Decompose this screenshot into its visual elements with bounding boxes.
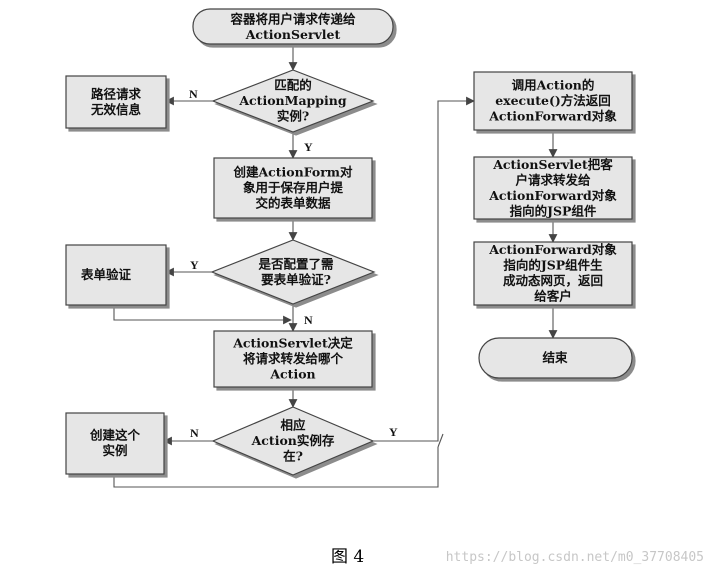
node-text-line: 容器将用户请求传递给: [229, 11, 356, 26]
invalid-path-box-label: 路径请求无效信息: [90, 86, 142, 117]
node-text-line: 在?: [283, 449, 303, 464]
node-text-line: 实例?: [277, 109, 309, 124]
node-text-line: ActionMapping: [238, 93, 347, 108]
generate-page-box-label: ActionForward对象指向的JSP组件生成动态网页，返回给客户: [488, 242, 617, 303]
watermark-url: https://blog.csdn.net/m0_37708405: [446, 550, 704, 565]
node-text-line: 给客户: [534, 288, 572, 303]
form-validate-box: 表单验证: [65, 244, 167, 306]
end-terminal-label: 结束: [542, 350, 568, 365]
node-text-line: 结束: [542, 350, 568, 365]
create-form-box-label: 创建ActionForm对象用于保存用户提交的表单数据: [232, 165, 353, 211]
node-text-line: 要表单验证?: [261, 272, 331, 287]
edge-create-instance-to-right-column: [113, 447, 439, 488]
create-instance-box-label: 创建这个实例: [89, 427, 141, 458]
node-text-line: 无效信息: [90, 102, 142, 117]
node-text-line: 相应: [280, 418, 306, 433]
create-form-box: 创建ActionForm对象用于保存用户提交的表单数据: [213, 157, 373, 219]
node-text-line: 调用Action的: [512, 78, 595, 93]
need-validate-decision: 是否配置了需要表单验证?: [210, 239, 376, 305]
generate-page-box: ActionForward对象指向的JSP组件生成动态网页，返回给客户: [473, 241, 633, 306]
edge-label-validate-yes: Y: [190, 258, 199, 272]
edge-form-validate-to-merge: [113, 305, 292, 325]
node-text-line: ActionServlet: [245, 27, 341, 42]
edges: [113, 44, 558, 488]
need-validate-decision-label: 是否配置了需要表单验证?: [257, 256, 333, 287]
node-text-line: execute()方法返回: [495, 93, 611, 108]
edge-exists-to-call-execute: [373, 96, 475, 442]
node-text-line: 象用于保存用户提: [243, 180, 344, 195]
node-text-line: Action实例存: [251, 433, 335, 448]
node-text-line: ActionForward对象: [488, 188, 617, 203]
edge-call-execute-to-forward: [437, 433, 444, 448]
node-text-line: 表单验证: [80, 267, 132, 282]
node-text-line: ActionForward对象: [488, 242, 617, 257]
node-text-line: ActionServlet把客: [492, 157, 613, 172]
node-text-line: 是否配置了需: [257, 256, 333, 271]
edge-labels: N Y Y N N Y: [189, 87, 398, 440]
node-text-line: 创建ActionForm对: [232, 165, 353, 180]
node-text-line: 将请求转发给哪个: [243, 351, 344, 366]
end-terminal: 结束: [478, 337, 633, 379]
edge-label-match-no: N: [189, 87, 198, 101]
create-instance-box: 创建这个实例: [65, 412, 165, 475]
node-text-line: 指向的JSP组件生: [503, 257, 603, 272]
edge-label-exists-no: N: [190, 426, 199, 440]
node-text-line: 实例: [102, 443, 127, 458]
node-text-line: 成动态网页，返回: [503, 273, 603, 288]
node-text-line: ActionServlet决定: [232, 336, 353, 351]
node-text-line: 路径请求: [91, 86, 142, 101]
node-text-line: 匹配的: [274, 78, 312, 93]
edge-label-match-yes: Y: [304, 140, 313, 154]
node-text-line: 创建这个: [89, 427, 141, 442]
edge-label-exists-yes: Y: [389, 425, 398, 439]
node-text-line: ActionForward对象: [488, 109, 617, 124]
figure-caption: 图 4: [331, 547, 364, 567]
form-validate-box-label: 表单验证: [80, 267, 132, 282]
node-text-line: Action: [269, 367, 315, 382]
node-text-line: 户请求转发给: [515, 172, 591, 187]
invalid-path-box: 路径请求无效信息: [65, 75, 167, 129]
edge-label-validate-merge-no: N: [304, 313, 313, 327]
node-text-line: 指向的JSP组件: [510, 203, 597, 218]
node-text-line: 交的表单数据: [255, 196, 331, 211]
